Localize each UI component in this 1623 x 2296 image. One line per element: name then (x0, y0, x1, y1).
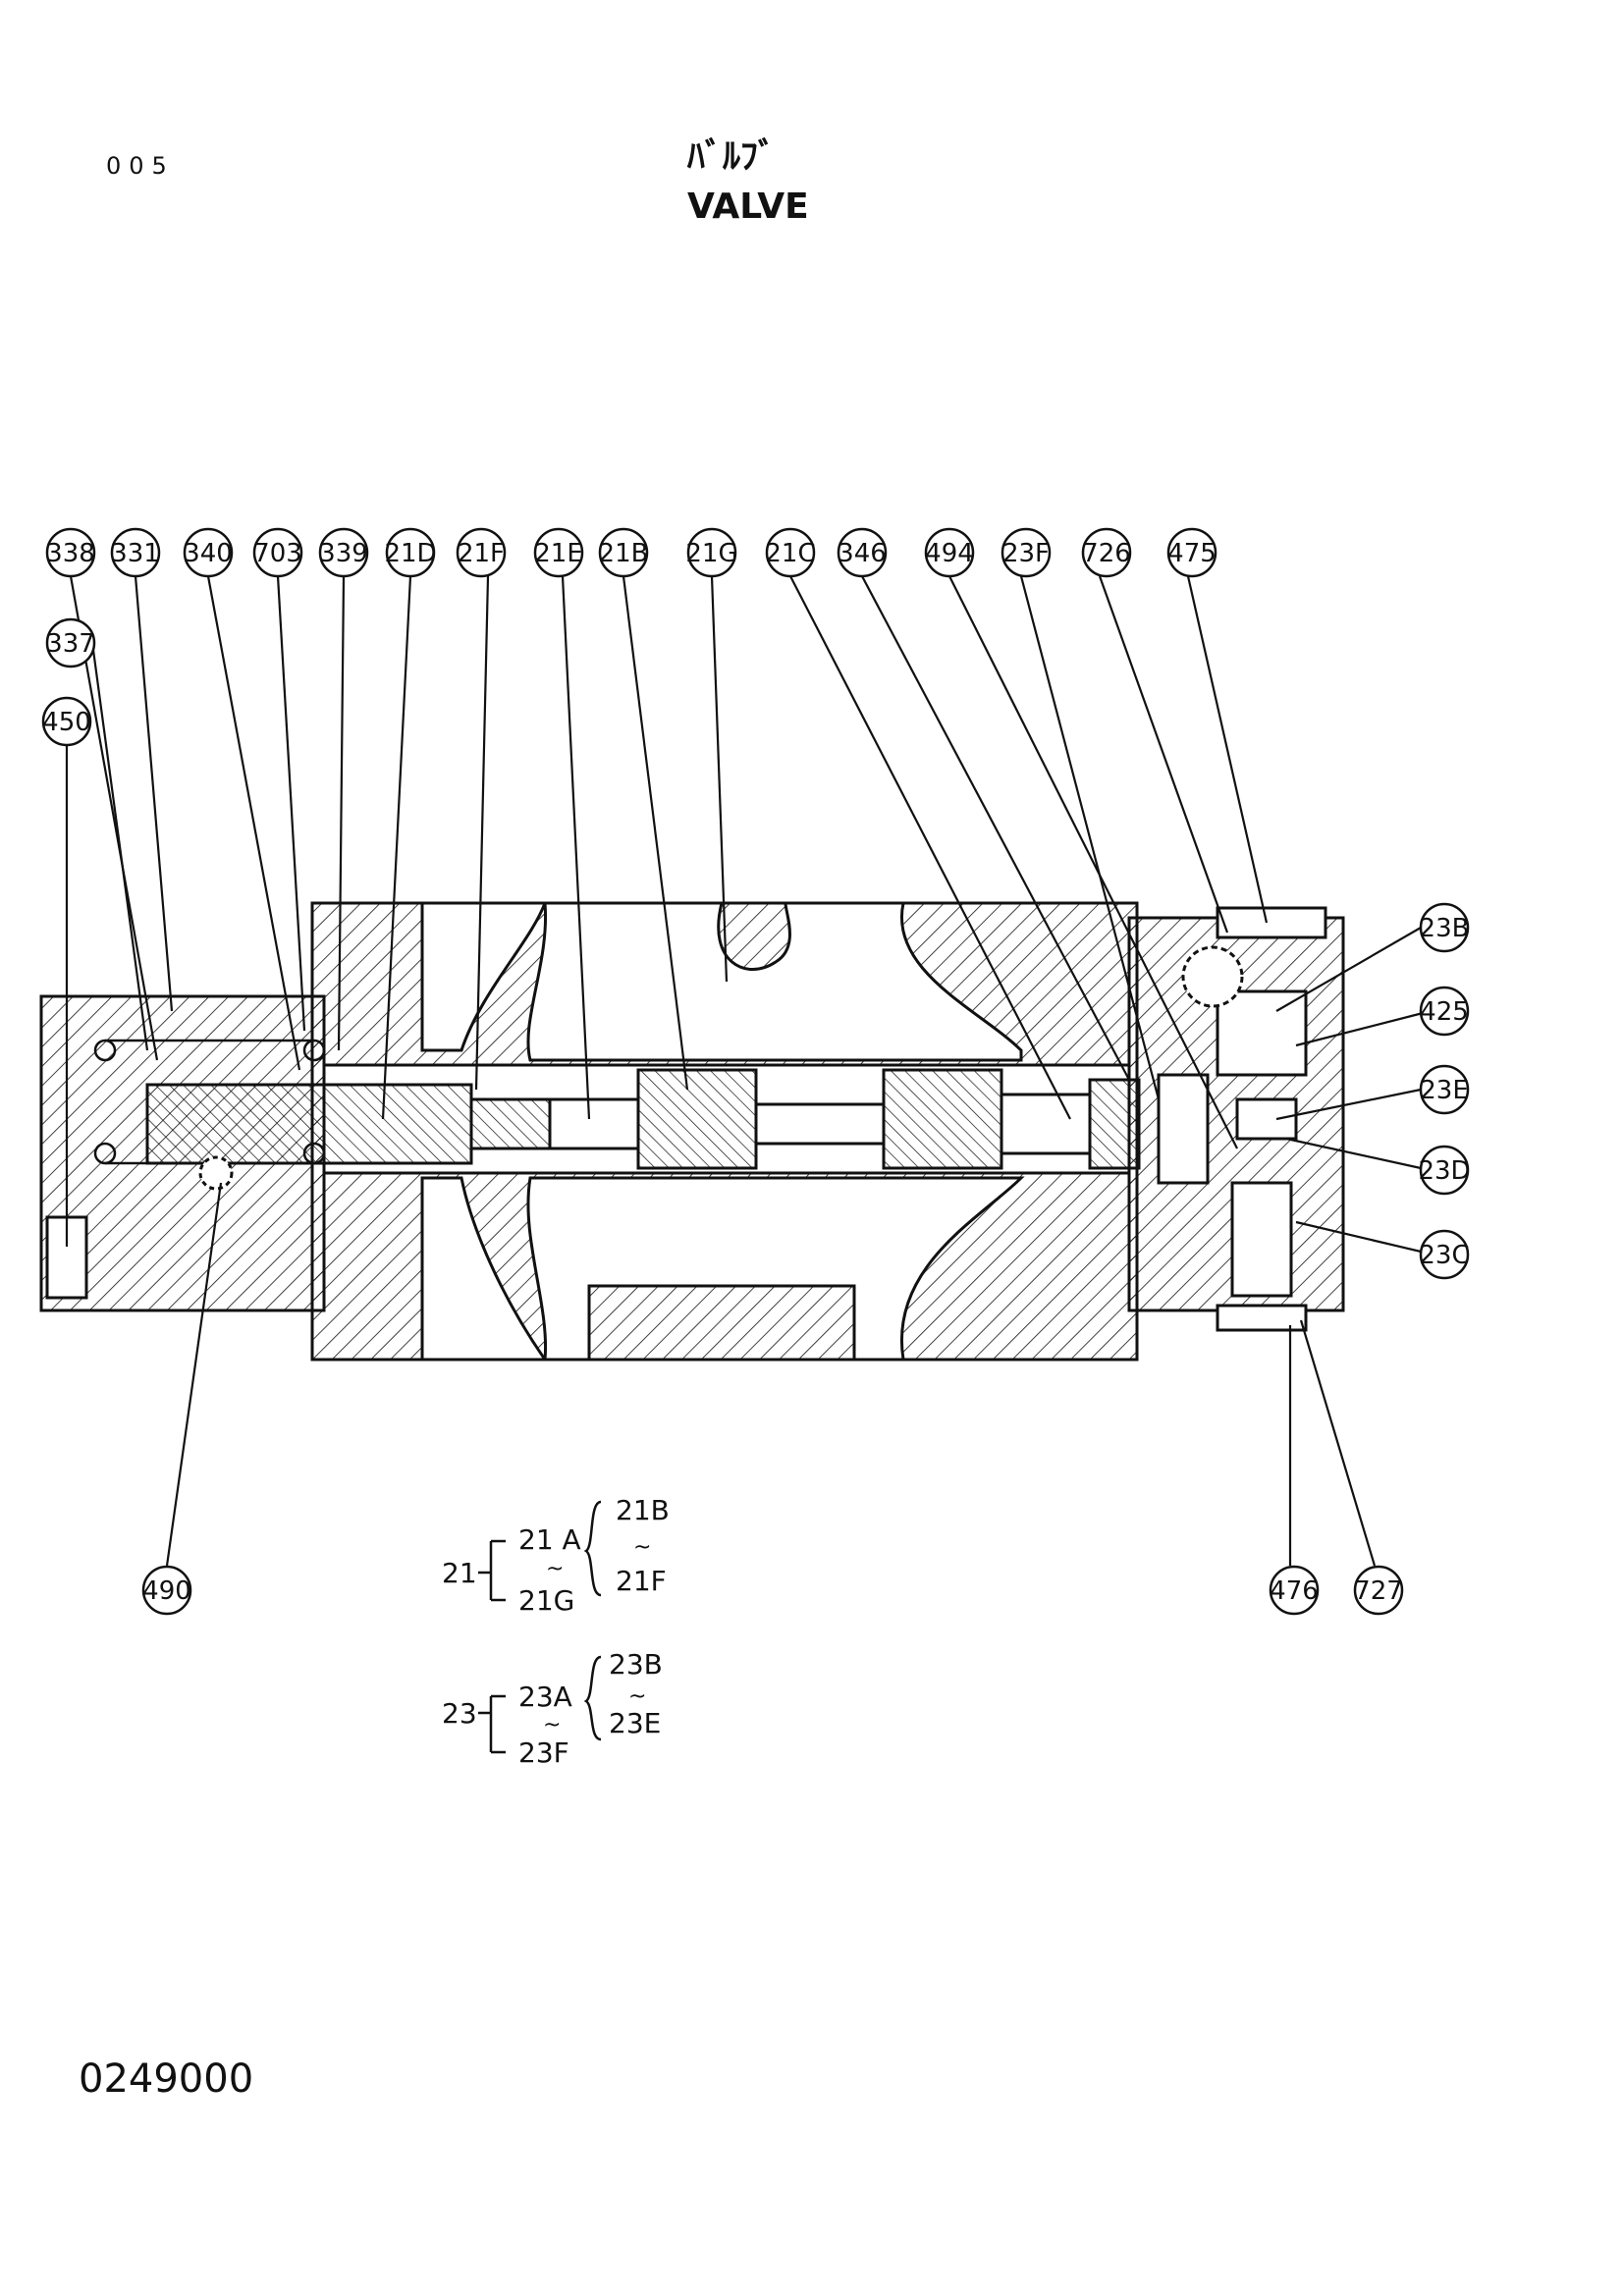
callout-label: 727 (1354, 1576, 1403, 1606)
callout-450 (41, 696, 92, 747)
callout-338 (45, 527, 96, 578)
group-21-range-end: 21G (518, 1584, 574, 1617)
page-code: 005 (106, 152, 175, 180)
callout-label: 338 (46, 539, 95, 568)
callout-label: 425 (1420, 997, 1469, 1027)
svg-text:~: ~ (633, 1535, 651, 1560)
callout-label: 23D (1418, 1156, 1470, 1186)
callout-331 (110, 527, 161, 578)
group-21-brackets (478, 1500, 602, 1602)
callout-490 (141, 1565, 192, 1616)
group-21-range-start: 21 A (518, 1523, 581, 1556)
callout-494 (924, 527, 975, 578)
callout-425 (1419, 986, 1470, 1037)
callout-label: 331 (111, 539, 160, 568)
check-valve (1157, 906, 1327, 1332)
callout-label: 450 (42, 708, 91, 737)
callout-337 (45, 617, 96, 668)
svg-text:~: ~ (628, 1684, 646, 1709)
callout-label: 340 (184, 539, 233, 568)
callout-labels: 338 331 340 703 339 21D 21F 21E 21B 21G … (42, 539, 1470, 1606)
callout-label: 703 (253, 539, 302, 568)
callout-label: 726 (1082, 539, 1131, 568)
callout-21C (765, 527, 816, 578)
callout-340 (183, 527, 234, 578)
callout-label: 23C (1419, 1241, 1469, 1270)
callout-label: 339 (319, 539, 368, 568)
callout-label: 21G (685, 539, 737, 568)
group-23-sub-start: 23B (609, 1648, 663, 1681)
group-23: 23 23A 23F 23B 23E ~ ~ (442, 1648, 663, 1769)
callout-21G (686, 527, 737, 578)
callout-label: 21D (384, 539, 436, 568)
callout-23B (1419, 902, 1470, 953)
callout-21E (533, 527, 584, 578)
group-21-sub-start: 21B (616, 1494, 670, 1526)
callout-703 (252, 527, 303, 578)
callout-726 (1081, 527, 1132, 578)
callout-23D (1419, 1145, 1470, 1196)
callout-339 (318, 527, 369, 578)
callout-label: 21F (458, 539, 505, 568)
callout-balloons (41, 527, 1470, 1616)
callout-476 (1269, 1565, 1320, 1616)
callout-475 (1166, 527, 1217, 578)
document-number: 0249000 (79, 2056, 254, 2102)
callout-label: 490 (142, 1576, 191, 1606)
callout-21B (598, 527, 649, 578)
group-23-brackets (478, 1655, 602, 1754)
callout-label: 21C (765, 539, 815, 568)
callout-label: 475 (1167, 539, 1217, 568)
title-english: VALVE (687, 187, 809, 227)
leader-lines (65, 575, 1432, 1567)
callout-label: 21B (599, 539, 649, 568)
group-23-parent: 23 (442, 1697, 477, 1730)
callout-label: 23E (1420, 1076, 1469, 1105)
callout-label: 346 (838, 539, 887, 568)
callout-727 (1353, 1565, 1404, 1616)
callout-label: 476 (1270, 1576, 1319, 1606)
svg-text:~: ~ (546, 1557, 564, 1581)
spool (93, 1039, 1141, 1191)
callout-23F (1001, 527, 1052, 578)
callout-label: 337 (46, 629, 95, 659)
callout-label: 23F (1002, 539, 1050, 568)
callout-23E (1419, 1064, 1470, 1115)
callout-21F (456, 527, 507, 578)
callout-label: 23B (1420, 914, 1470, 943)
callout-label: 494 (925, 539, 974, 568)
callout-21D (385, 527, 436, 578)
callout-346 (837, 527, 888, 578)
group-21-parent: 21 (442, 1557, 477, 1589)
group-23-range-end: 23F (518, 1736, 569, 1769)
group-21: 21 21 A 21G 21B 21F ~ ~ (442, 1494, 670, 1617)
group-21-sub-end: 21F (616, 1565, 667, 1597)
group-23-sub-end: 23E (609, 1707, 661, 1739)
svg-text:~: ~ (543, 1713, 561, 1737)
callout-label: 21E (534, 539, 583, 568)
callout-23C (1419, 1229, 1470, 1280)
title-japanese: ﾊﾞﾙﾌﾞ (687, 136, 776, 177)
group-23-range-start: 23A (518, 1681, 572, 1713)
